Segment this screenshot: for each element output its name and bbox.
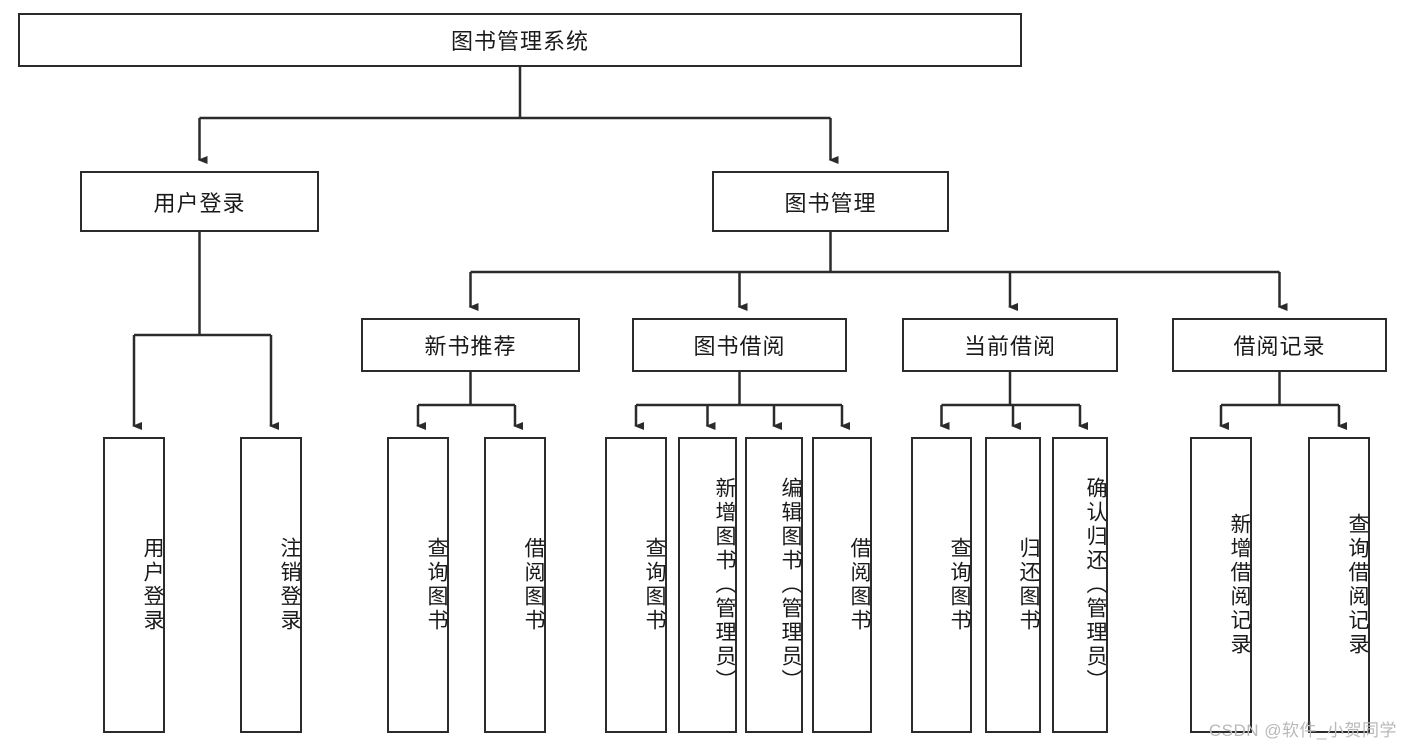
node-label: 注销登录 (278, 537, 301, 633)
node-l2-manage[interactable]: 图书管理 (712, 171, 949, 232)
node-root[interactable]: 图书管理系统 (18, 13, 1022, 67)
node-leaf-bor-4[interactable]: 借阅图书 (812, 437, 872, 733)
node-l2-login[interactable]: 用户登录 (80, 171, 319, 232)
node-leaf-bor-1[interactable]: 查询图书 (605, 437, 667, 733)
node-label: 用户登录 (141, 537, 164, 633)
node-label: 当前借阅 (963, 334, 1056, 359)
node-leaf-login-1[interactable]: 用户登录 (103, 437, 165, 733)
node-label: 查询借阅记录 (1346, 513, 1369, 657)
node-label: 图书借阅 (693, 334, 786, 359)
node-label: 查询图书 (948, 537, 971, 633)
node-label: 用户登录 (153, 190, 246, 216)
node-label: 借阅图书 (522, 537, 545, 633)
node-label: 归还图书 (1017, 537, 1040, 633)
node-label: 确认归还（管理员） (1084, 477, 1107, 693)
node-l3-record[interactable]: 借阅记录 (1172, 318, 1387, 372)
node-l3-current[interactable]: 当前借阅 (902, 318, 1118, 372)
node-leaf-bor-2[interactable]: 新增图书（管理员） (678, 437, 737, 733)
node-label: 借阅记录 (1233, 334, 1326, 359)
node-leaf-new-1[interactable]: 查询图书 (387, 437, 449, 733)
node-leaf-rec-2[interactable]: 查询借阅记录 (1308, 437, 1370, 733)
node-leaf-login-2[interactable]: 注销登录 (240, 437, 302, 733)
node-label: 新增借阅记录 (1228, 513, 1251, 657)
node-label: 新书推荐 (424, 334, 517, 359)
watermark: CSDN @软件_小贺同学 (1208, 721, 1397, 740)
node-leaf-cur-3[interactable]: 确认归还（管理员） (1052, 437, 1108, 733)
node-leaf-cur-2[interactable]: 归还图书 (985, 437, 1041, 733)
node-label: 图书管理 (784, 190, 877, 216)
node-l3-borrow[interactable]: 图书借阅 (632, 318, 847, 372)
node-label: 查询图书 (643, 537, 666, 633)
node-label: 借阅图书 (848, 537, 871, 633)
node-l3-newbook[interactable]: 新书推荐 (361, 318, 580, 372)
node-label: 查询图书 (425, 537, 448, 633)
node-leaf-bor-3[interactable]: 编辑图书（管理员） (745, 437, 803, 733)
node-leaf-cur-1[interactable]: 查询图书 (911, 437, 972, 733)
node-label: 编辑图书（管理员） (779, 477, 802, 693)
node-leaf-rec-1[interactable]: 新增借阅记录 (1190, 437, 1252, 733)
node-leaf-new-2[interactable]: 借阅图书 (484, 437, 546, 733)
node-label: 图书管理系统 (450, 29, 589, 54)
node-label: 新增图书（管理员） (713, 477, 736, 693)
